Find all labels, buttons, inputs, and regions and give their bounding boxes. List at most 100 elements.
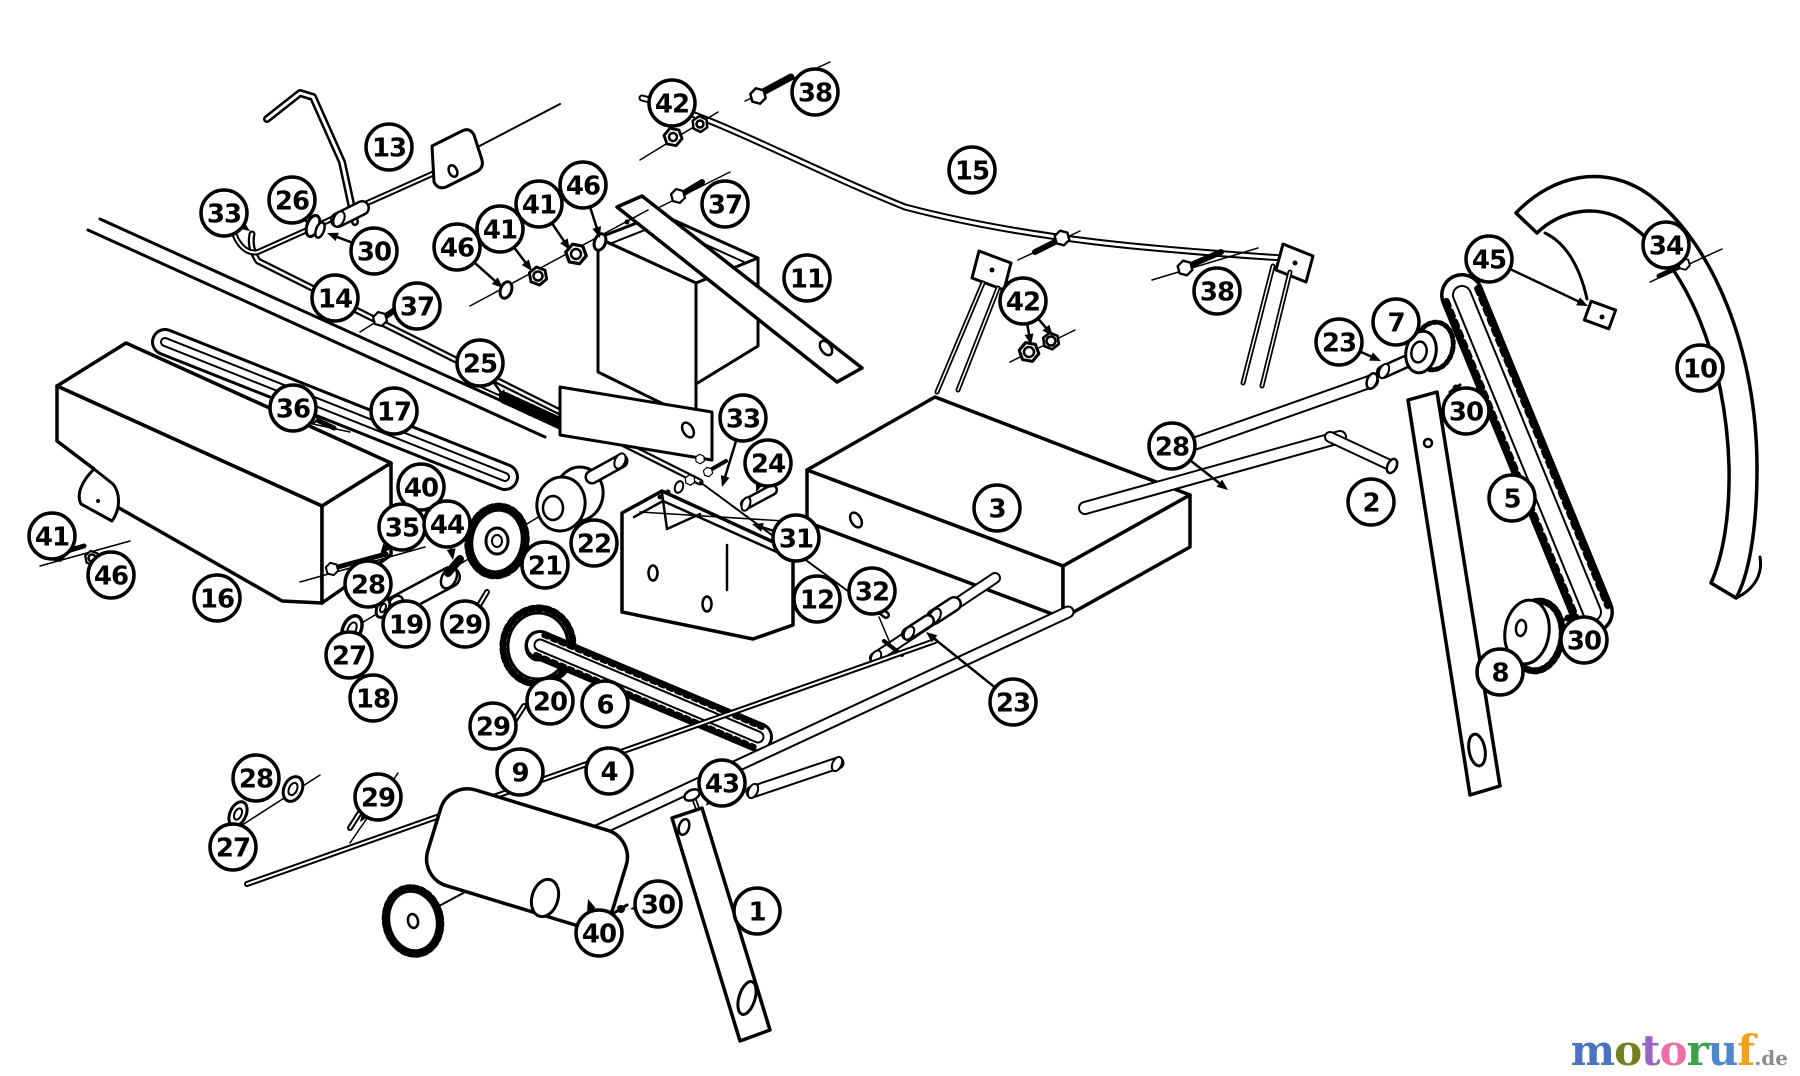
svg-text:1: 1 bbox=[748, 897, 765, 927]
callout-33-31: 33 bbox=[718, 393, 768, 487]
callout-38-12: 38 bbox=[790, 67, 840, 117]
logo-letter: t bbox=[1641, 1026, 1660, 1075]
callout-3-34: 3 bbox=[972, 483, 1022, 533]
callout-42-16: 42 bbox=[998, 276, 1053, 345]
bushing-26 bbox=[304, 213, 326, 239]
belt-17 bbox=[151, 328, 519, 491]
gearbox-9 bbox=[381, 787, 714, 958]
svg-text:26: 26 bbox=[275, 186, 309, 216]
svg-text:5: 5 bbox=[1503, 484, 1520, 514]
callout-17-30: 17 bbox=[369, 386, 419, 436]
svg-text:46: 46 bbox=[94, 561, 128, 591]
callout-41-8: 41 bbox=[514, 179, 570, 250]
callout-30-27: 30 bbox=[1559, 615, 1609, 665]
svg-text:45: 45 bbox=[1472, 245, 1506, 275]
callout-18-50: 18 bbox=[348, 673, 398, 723]
callout-9-54: 9 bbox=[495, 747, 545, 797]
callout-25-6: 25 bbox=[455, 338, 507, 401]
svg-text:37: 37 bbox=[400, 292, 434, 322]
callout-23-21: 23 bbox=[1314, 317, 1381, 367]
svg-text:44: 44 bbox=[430, 510, 464, 540]
logo-letter: m bbox=[1570, 1026, 1615, 1075]
belt-guard-10 bbox=[1514, 174, 1763, 600]
callout-30-61: 30 bbox=[630, 879, 683, 929]
callout-16-43: 16 bbox=[192, 573, 242, 623]
shaft-21-22-assembly bbox=[329, 452, 629, 734]
svg-text:42: 42 bbox=[1006, 287, 1040, 317]
callout-33-2: 33 bbox=[199, 188, 250, 238]
callout-30-3: 30 bbox=[327, 226, 399, 276]
callout-6-52: 6 bbox=[580, 679, 630, 729]
callout-13-0: 13 bbox=[364, 122, 414, 172]
strap-bracket-2 bbox=[1406, 390, 1502, 797]
callout-26-1: 26 bbox=[267, 175, 317, 225]
callout-28-56: 28 bbox=[231, 753, 281, 803]
plate-11 bbox=[615, 194, 864, 384]
callout-23-37: 23 bbox=[926, 632, 1038, 727]
svg-text:41: 41 bbox=[522, 190, 556, 220]
callout-44-40: 44 bbox=[422, 499, 472, 560]
svg-text:30: 30 bbox=[357, 237, 391, 267]
logo-letter: f bbox=[1737, 1026, 1755, 1075]
frame-rails bbox=[86, 217, 559, 439]
logo-letter: o bbox=[1614, 1026, 1642, 1075]
callout-46-42: 46 bbox=[86, 550, 136, 600]
svg-text:17: 17 bbox=[377, 397, 411, 427]
svg-text:29: 29 bbox=[448, 610, 482, 640]
callout-45-18: 45 bbox=[1464, 234, 1588, 306]
svg-text:33: 33 bbox=[207, 199, 241, 229]
callout-15-15: 15 bbox=[947, 145, 997, 195]
tube-4 bbox=[553, 605, 1075, 855]
svg-text:30: 30 bbox=[1449, 397, 1483, 427]
svg-text:37: 37 bbox=[708, 190, 742, 220]
chain-6 bbox=[525, 630, 773, 752]
svg-text:41: 41 bbox=[483, 215, 517, 245]
svg-text:40: 40 bbox=[582, 919, 616, 949]
svg-text:38: 38 bbox=[798, 78, 832, 108]
callout-40-62: 40 bbox=[574, 899, 624, 958]
pivot-fasteners-24-31-33 bbox=[639, 453, 801, 523]
callout-35-39: 35 bbox=[377, 502, 427, 555]
svg-text:3: 3 bbox=[988, 494, 1005, 524]
svg-text:27: 27 bbox=[332, 641, 366, 671]
svg-text:42: 42 bbox=[655, 89, 689, 119]
callout-12-35: 12 bbox=[792, 574, 842, 624]
svg-text:43: 43 bbox=[705, 769, 739, 799]
svg-text:8: 8 bbox=[1491, 658, 1508, 688]
callout-46-7: 46 bbox=[558, 160, 608, 238]
svg-text:2: 2 bbox=[1362, 488, 1379, 518]
callout-8-28: 8 bbox=[1475, 647, 1525, 697]
callout-27-58: 27 bbox=[208, 822, 258, 872]
axle-bushings-23-32 bbox=[868, 572, 1001, 665]
strap-bracket-1 bbox=[670, 806, 772, 1043]
svg-text:29: 29 bbox=[476, 712, 510, 742]
callout-29-57: 29 bbox=[353, 772, 403, 822]
callout-29-46: 29 bbox=[440, 599, 490, 649]
callout-30-22: 30 bbox=[1441, 386, 1491, 436]
svg-text:9: 9 bbox=[511, 758, 528, 788]
callout-7-20: 7 bbox=[1371, 297, 1421, 347]
box-16 bbox=[55, 341, 393, 605]
callout-34-19: 34 bbox=[1641, 220, 1691, 270]
svg-text:6: 6 bbox=[596, 690, 613, 720]
handle-13 bbox=[263, 89, 370, 228]
svg-text:28: 28 bbox=[239, 764, 273, 794]
svg-text:4: 4 bbox=[600, 757, 617, 787]
logo-suffix: .de bbox=[1754, 1046, 1788, 1070]
callout-11-14: 11 bbox=[782, 253, 832, 303]
svg-text:34: 34 bbox=[1649, 231, 1683, 261]
callout-40-38: 40 bbox=[396, 462, 446, 512]
svg-text:33: 33 bbox=[726, 404, 760, 434]
callout-37-13: 37 bbox=[700, 179, 750, 229]
svg-text:29: 29 bbox=[361, 783, 395, 813]
svg-text:36: 36 bbox=[276, 394, 310, 424]
svg-text:38: 38 bbox=[1200, 277, 1234, 307]
svg-text:27: 27 bbox=[216, 833, 250, 863]
callout-43-59: 43 bbox=[697, 758, 747, 808]
callout-42-11: 42 bbox=[647, 78, 697, 128]
callout-19-45: 19 bbox=[381, 599, 431, 649]
callout-4-55: 4 bbox=[584, 746, 634, 796]
site-logo[interactable]: motoruf.de bbox=[1571, 1030, 1788, 1072]
callout-31-33: 31 bbox=[752, 513, 821, 563]
